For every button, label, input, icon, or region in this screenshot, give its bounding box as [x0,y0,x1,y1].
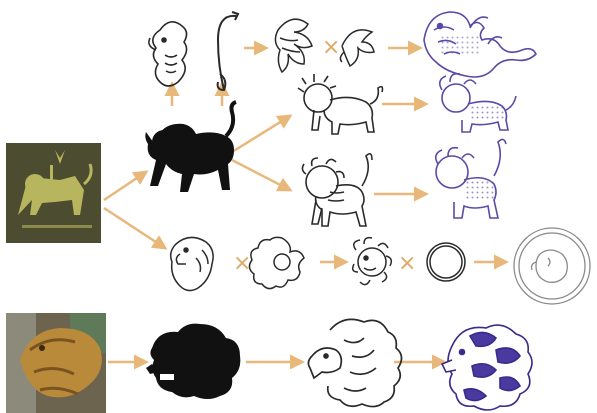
source-photo-lion-fabric [6,143,101,243]
flower-rosette [249,237,304,288]
purple-dragon-motif [424,12,536,77]
arrow-photo-to-round-branch [104,208,165,248]
cross-operator-round-2: × [398,251,416,276]
tail-flourish-outline [340,30,374,66]
purple-lion-walking-motif [436,139,506,218]
lion-head-outline-large [308,319,401,406]
purple-lion-head-motif [442,325,532,410]
mane-tuft-outline [275,19,312,72]
lion-outline-standing [298,74,383,134]
arrow-silhouette-to-walking-lion [232,160,290,190]
ring-border [427,243,465,281]
lion-head-profile [171,237,213,290]
round-lion-medallion [514,228,590,304]
arrow-silhouette-to-standing-lion [232,116,290,152]
lion-outline-walking [302,154,372,226]
purple-lion-motif [440,74,516,132]
black-lion-silhouette [145,102,236,192]
black-lion-head-silhouette [146,324,240,399]
cross-operator-round-1: × [233,251,251,276]
lion-face-round [353,238,392,285]
tail-outline [218,12,238,90]
cross-operator-top: × [322,35,340,60]
arrow-photo-to-silhouette [104,172,146,200]
lion-head-outline-small [149,22,187,86]
source-photo-lion-sculpture [6,313,106,413]
